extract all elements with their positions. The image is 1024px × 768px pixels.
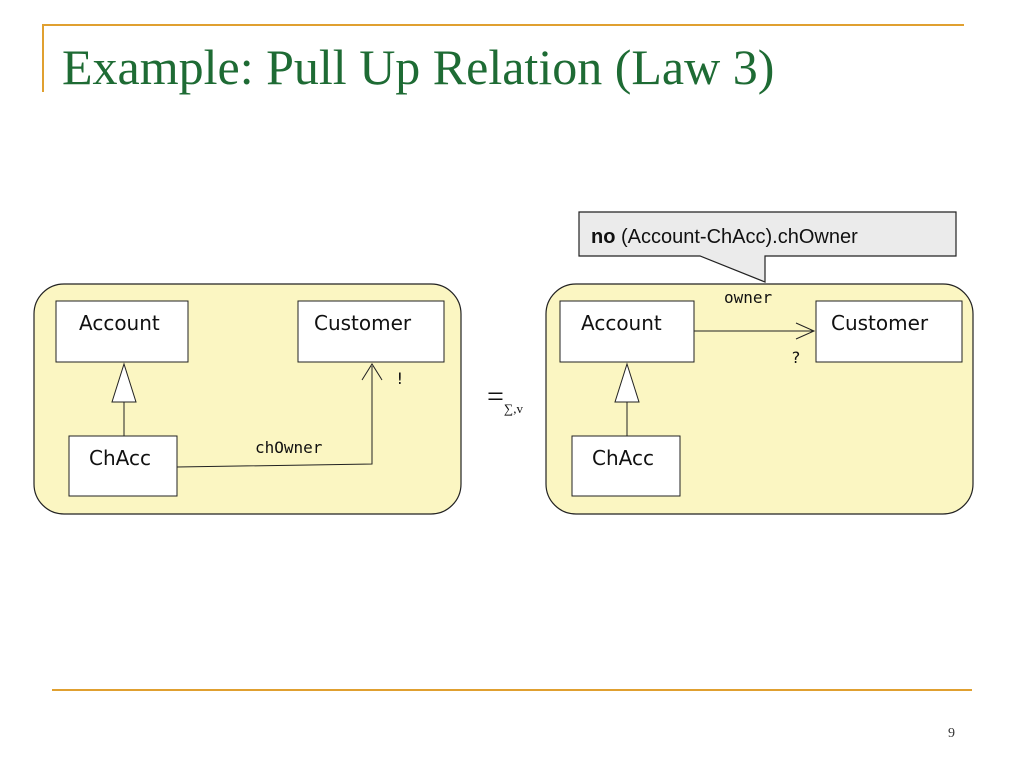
equivalence-sign: =: [487, 380, 504, 413]
callout-keyword: no: [591, 226, 615, 248]
right-customer-class: [815, 300, 963, 363]
callout-bubble: [578, 211, 957, 283]
top-rule: [42, 24, 964, 26]
left-relation-line: [176, 366, 373, 468]
left-customer-label: Customer: [314, 311, 412, 335]
callout-expression: (Account-ChAcc).chOwner: [615, 226, 858, 248]
left-inheritance-arrowhead: [111, 362, 137, 403]
right-chacc-class: [571, 435, 681, 497]
left-customer-class: [297, 300, 445, 363]
left-relation-label: chOwner: [255, 438, 323, 457]
bottom-rule: [52, 689, 972, 691]
constraint-callout: no (Account-ChAcc).chOwner: [578, 211, 957, 283]
right-account-label: Account: [581, 311, 662, 335]
left-multiplicity: !: [395, 369, 405, 388]
right-relation-arrowhead: [795, 322, 816, 340]
right-relation-label: owner: [724, 288, 773, 307]
right-chacc-label: ChAcc: [592, 446, 654, 470]
slide-title: Example: Pull Up Relation (Law 3): [62, 39, 775, 95]
right-customer-label: Customer: [831, 311, 929, 335]
left-rule: [42, 24, 44, 92]
equivalence-subscript: ∑,v: [503, 401, 523, 416]
left-account-label: Account: [79, 311, 160, 335]
left-account-class: [55, 300, 189, 363]
equivalence-symbol: =∑,v: [487, 380, 523, 417]
left-chacc-label: ChAcc: [89, 446, 151, 470]
right-multiplicity: ?: [791, 348, 801, 367]
right-account-class: [559, 300, 695, 363]
callout-text: no (Account-ChAcc).chOwner: [591, 226, 858, 248]
left-chacc-class: [68, 435, 178, 497]
right-inheritance-arrowhead: [614, 362, 640, 403]
left-relation-arrowhead: [361, 363, 383, 381]
right-model: Account Customer ChAcc owner ?: [545, 283, 974, 515]
page-number: 9: [948, 726, 955, 741]
left-model: Account Customer ChAcc chOwner !: [33, 283, 462, 515]
